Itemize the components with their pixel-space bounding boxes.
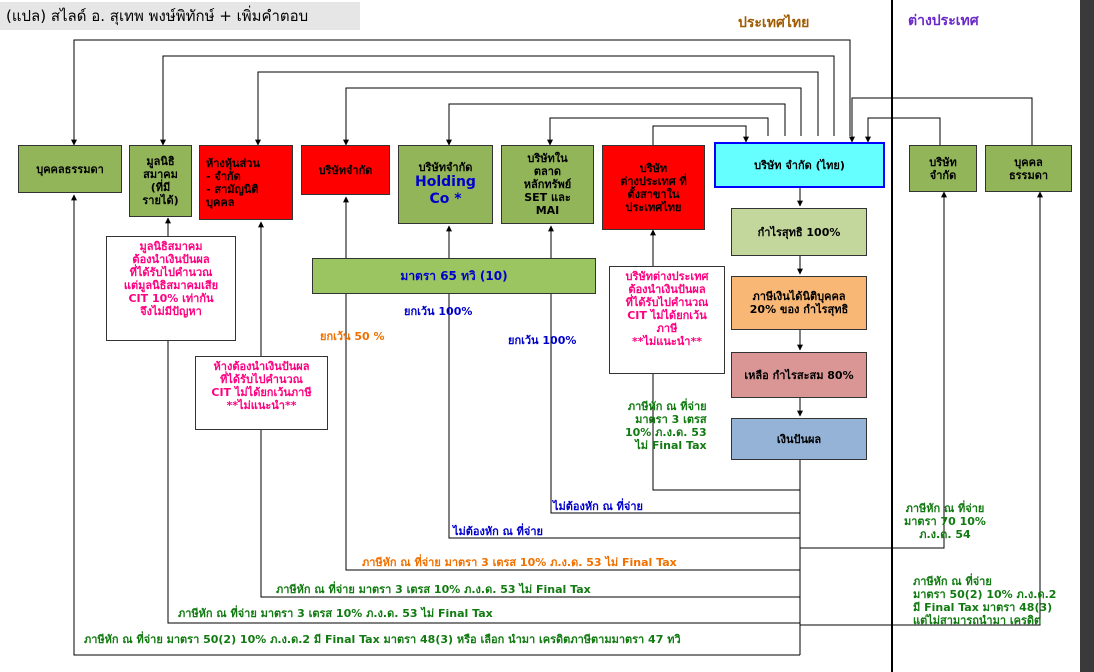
wht-limited-label: ภาษีหัก ณ ที่จ่าย มาตรา 3 เตรส 10% ภ.ง.ด…	[362, 556, 677, 569]
listed-company-box: บริษัทใน ตลาด หลักทรัพย์ SET และ MAI	[501, 145, 594, 224]
foreign-individual-box: บุคคล ธรรมดา	[985, 145, 1072, 192]
wht-partnership-label: ภาษีหัก ณ ที่จ่าย มาตรา 3 เตรส 10% ภ.ง.ด…	[276, 583, 591, 596]
foreign-branch-note: บริษัทต่างประเทศ ต้องนำเงินปันผล ที่ได้ร…	[609, 266, 725, 374]
holding-company-box: บริษัทจำกัด Holding Co *	[398, 145, 493, 224]
individual-box: บุคคลธรรมดา	[18, 145, 122, 193]
dividend-box: เงินปันผล	[731, 418, 867, 460]
foundation-note: มูลนิธิสมาคม ต้องนำเงินปันผล ที่ได้รับไป…	[106, 236, 236, 341]
cit-box: ภาษีเงินได้นิติบุคคล 20% ของ กำไรสุทธิ	[731, 276, 867, 330]
retained-earnings-box: เหลือ กำไรสะสม 80%	[731, 352, 867, 398]
header-foreign: ต่างประเทศ	[908, 13, 979, 29]
exempt-100-listed-label: ยกเว้น 100%	[508, 334, 577, 347]
partnership-box: ห้างหุ้นส่วน - จำกัด - สามัญนิติ บุคคล	[199, 145, 293, 220]
limited-company-box: บริษัทจำกัด	[301, 145, 390, 195]
exempt-100-holding-label: ยกเว้น 100%	[404, 305, 473, 318]
foreign-company-box: บริษัท จำกัด	[909, 145, 977, 192]
wht-foreign-company-label: ภาษีหัก ณ ที่จ่าย มาตรา 70 10% ภ.ง.ด. 54	[904, 502, 986, 541]
foreign-branch-box: บริษัท ต่างประเทศ ที่ ตั้งสาขาใน ประเทศไ…	[602, 145, 705, 230]
thai-company-box: บริษัท จำกัด (ไทย)	[714, 142, 885, 188]
holding-label: บริษัทจำกัด	[418, 161, 473, 174]
foreign-branch-wht-label: ภาษีหัก ณ ที่จ่าย มาตรา 3 เตรส 10% ภ.ง.ด…	[625, 400, 707, 452]
foundation-box: มูลนิธิ สมาคม (ที่มี รายได้)	[129, 145, 192, 217]
header-thailand: ประเทศไทย	[738, 15, 810, 31]
no-wht-listed-label: ไม่ต้องหัก ณ ที่จ่าย	[553, 500, 643, 513]
wht-foundation-label: ภาษีหัก ณ ที่จ่าย มาตรา 3 เตรส 10% ภ.ง.ด…	[178, 607, 493, 620]
slide-title: (แปล) สไลด์ อ. สุเทพ พงษ์พิทักษ์ + เพิ่ม…	[0, 2, 360, 30]
section-65-bar: มาตรา 65 ทวิ (10)	[312, 258, 596, 294]
exempt-50-label: ยกเว้น 50 %	[320, 330, 385, 343]
wht-foreign-individual-label: ภาษีหัก ณ ที่จ่าย มาตรา 50(2) 10% ภ.ง.ด.…	[913, 575, 1057, 627]
no-wht-holding-label: ไม่ต้องหัก ณ ที่จ่าย	[453, 525, 543, 538]
net-profit-box: กำไรสุทธิ 100%	[731, 208, 867, 256]
holding-name: Holding Co *	[415, 174, 476, 207]
right-edge-strip	[1080, 0, 1094, 672]
wht-individual-label: ภาษีหัก ณ ที่จ่าย มาตรา 50(2) 10% ภ.ง.ด.…	[84, 633, 681, 646]
partnership-note: ห้างต้องนำเงินปันผล ที่ได้รับไปคำนวณ CIT…	[195, 356, 328, 430]
